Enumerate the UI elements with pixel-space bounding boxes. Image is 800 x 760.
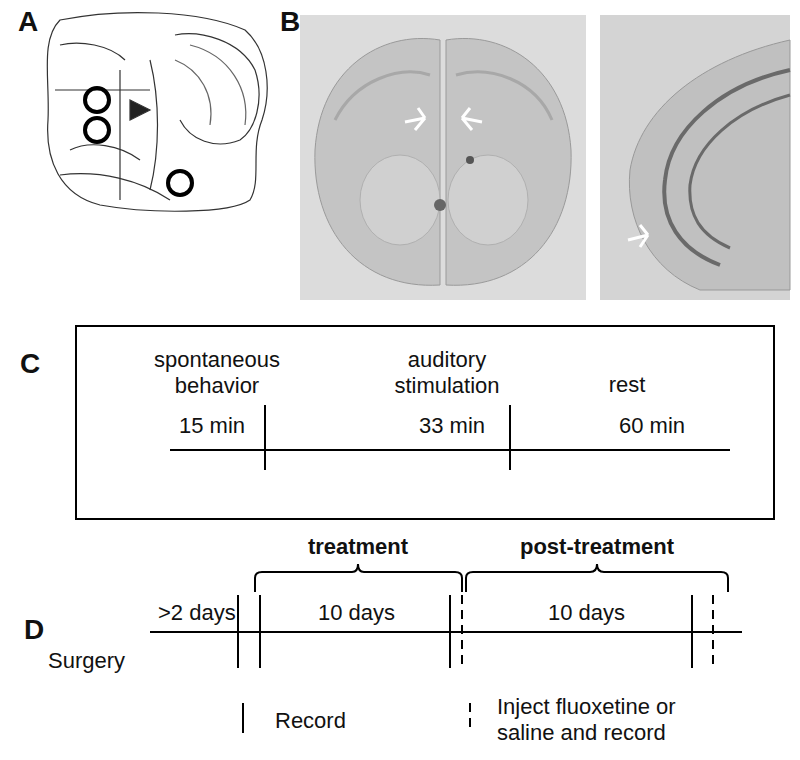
duration-label: 15 min — [152, 413, 272, 439]
legend-text: Inject fluoxetine or saline and record — [497, 694, 712, 746]
phase-bracket — [255, 564, 728, 592]
phase-name: rest — [567, 372, 687, 398]
phase-label: treatment — [308, 534, 408, 560]
panel-letter: C — [20, 348, 40, 380]
legend-sample — [465, 703, 475, 733]
legend-text: Record — [275, 708, 425, 734]
panel-letter: D — [24, 614, 44, 646]
phase-label: post-treatment — [520, 534, 674, 560]
panel-letter: A — [18, 6, 38, 38]
duration-label: 10 days — [318, 600, 395, 626]
phase-name: spontaneous behavior — [142, 347, 292, 399]
electrode-site — [85, 88, 192, 195]
duration-label: 33 min — [392, 413, 512, 439]
legend-line — [469, 703, 471, 733]
duration-label: 10 days — [548, 600, 625, 626]
duration-label: 60 min — [592, 413, 712, 439]
session-timeline — [170, 405, 730, 470]
histology-photo — [300, 15, 790, 300]
event-label: Surgery — [48, 648, 125, 674]
timeline-box: spontaneous behavior auditory stimulation… — [75, 325, 775, 520]
experiment-timeline — [150, 595, 742, 668]
duration-label: >2 days — [158, 600, 236, 626]
legend-line — [242, 703, 244, 733]
phase-name: auditory stimulation — [372, 347, 522, 399]
panel-letter: B — [280, 6, 300, 38]
brain-schematic — [47, 13, 267, 212]
legend-sample — [238, 703, 248, 733]
